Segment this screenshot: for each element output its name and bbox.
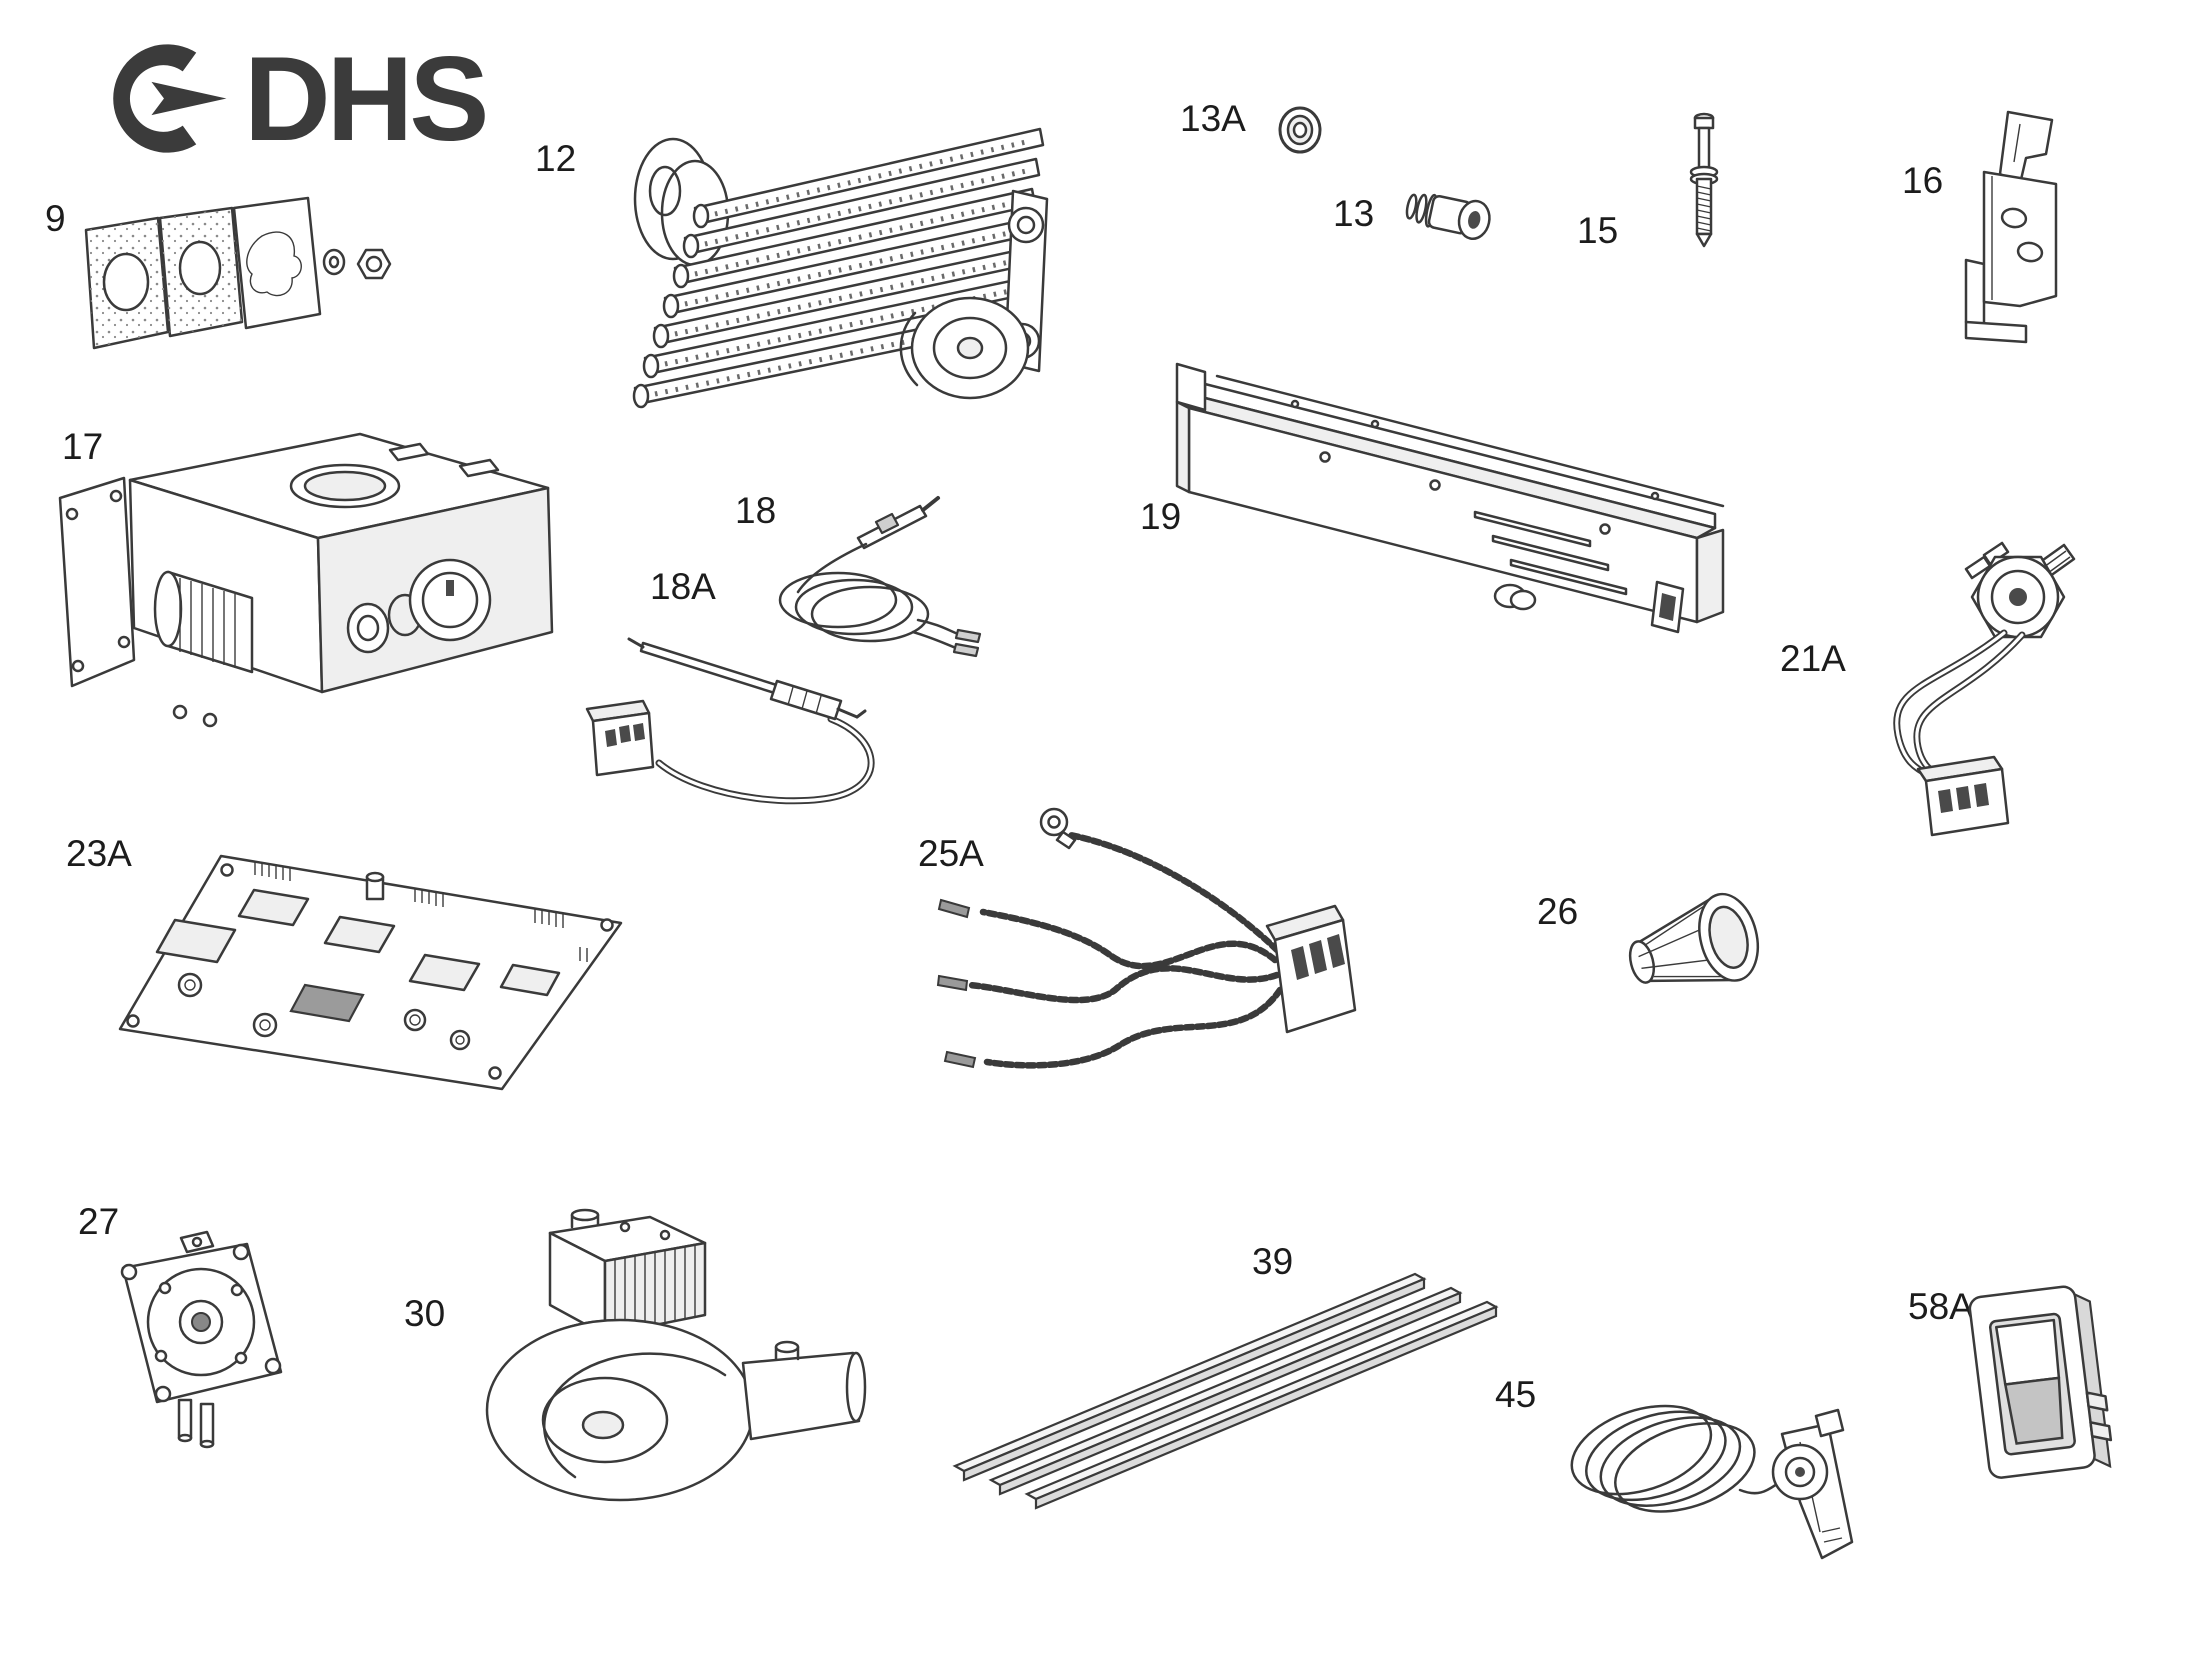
part-label-21a: 21A — [1780, 638, 1846, 679]
part-21a-thermostat-leads — [1893, 541, 2076, 837]
part-25a-wiring-harness — [936, 807, 1357, 1069]
part-45-ignition-coil — [1570, 1404, 1854, 1560]
dhs-logo-text: DHS — [244, 31, 489, 166]
part-27-pressure-switch — [120, 1230, 283, 1449]
part-18-thermocouple — [778, 496, 982, 658]
part-label-9: 9 — [45, 198, 66, 239]
part-26-cap — [1628, 892, 1759, 984]
part-9-gasket-set — [84, 196, 392, 350]
part-label-23a: 23A — [66, 833, 132, 874]
part-16-bracket — [1964, 110, 2058, 344]
part-58a-rocker-switch — [1968, 1285, 2113, 1479]
part-23a-control-pcb — [118, 854, 623, 1091]
part-label-13a: 13A — [1180, 98, 1246, 139]
part-label-19: 19 — [1140, 496, 1182, 537]
part-label-15: 15 — [1577, 210, 1619, 251]
part-30-fan-assembly — [485, 1208, 867, 1502]
part-label-39: 39 — [1252, 1241, 1294, 1282]
part-label-25a: 25A — [918, 833, 984, 874]
part-label-58a: 58A — [1908, 1286, 1974, 1327]
part-17-gas-valve — [58, 432, 554, 728]
part-label-17: 17 — [62, 426, 104, 467]
part-15-stud — [1689, 112, 1719, 248]
part-label-18: 18 — [735, 490, 777, 531]
part-label-18a: 18A — [650, 566, 716, 607]
part-label-26: 26 — [1537, 891, 1579, 932]
part-label-27: 27 — [78, 1201, 120, 1242]
part-18a-ignition-electrode — [585, 637, 875, 805]
part-label-13: 13 — [1333, 193, 1375, 234]
dhs-logo-arrow-icon — [113, 44, 227, 153]
part-label-45: 45 — [1495, 1374, 1537, 1415]
dhs-logo: DHS — [90, 31, 489, 166]
part-label-12: 12 — [535, 138, 577, 179]
part-39-side-rails — [952, 1272, 1499, 1510]
part-13-bush — [1405, 193, 1491, 240]
part-13a-grommet — [1278, 106, 1322, 154]
part-label-16: 16 — [1902, 160, 1944, 201]
part-19-control-bracket — [1175, 362, 1725, 634]
part-12-heat-exchanger — [632, 127, 1049, 409]
part-label-30: 30 — [404, 1293, 446, 1334]
